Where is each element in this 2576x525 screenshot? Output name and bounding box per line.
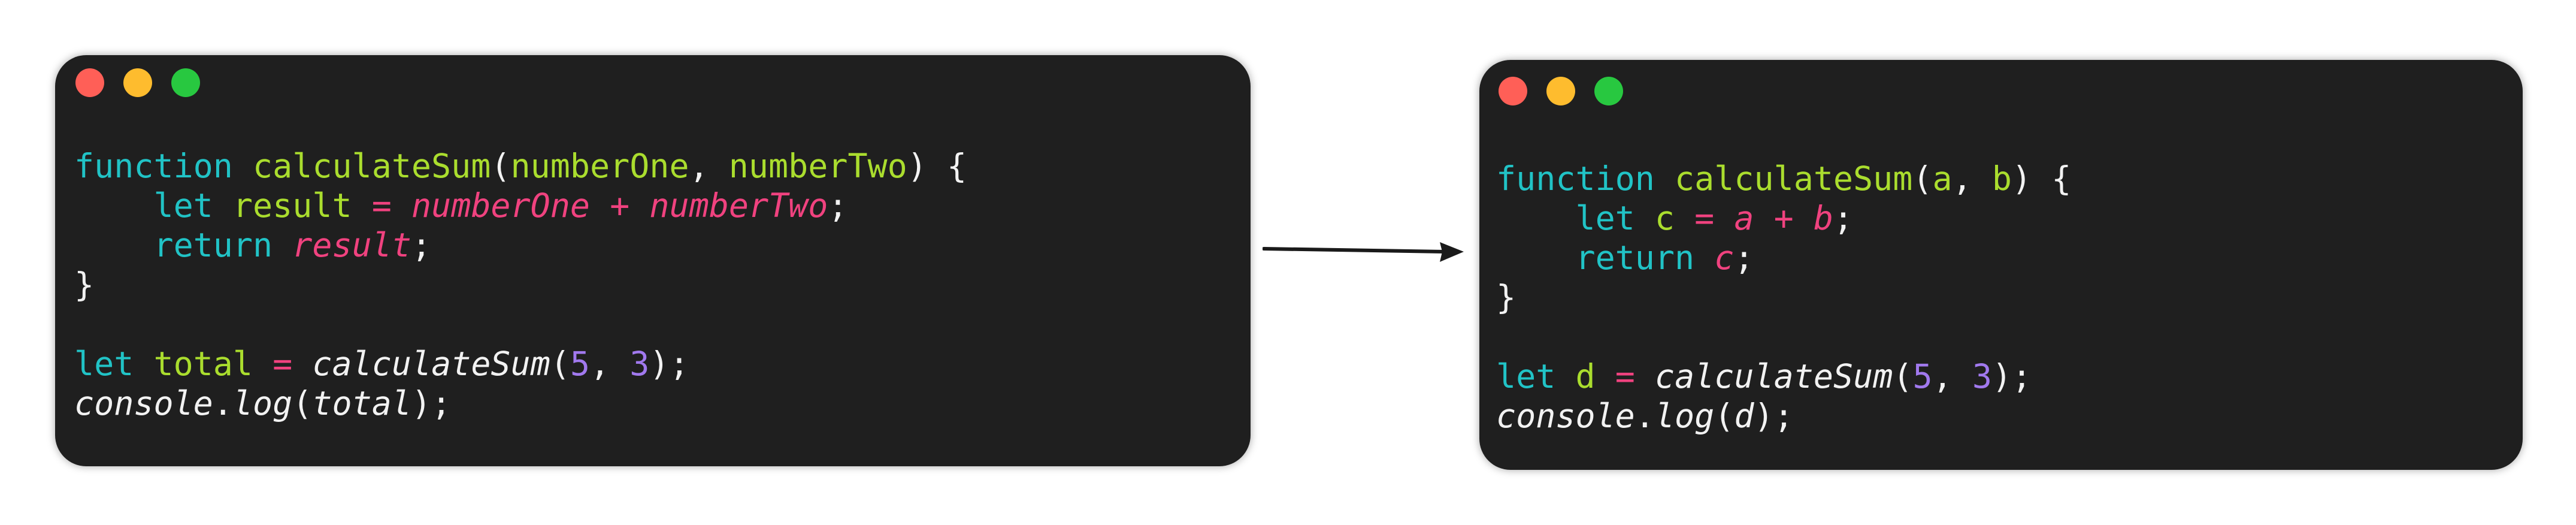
right-arrow-icon xyxy=(1263,242,1464,262)
operator: + xyxy=(610,186,630,225)
code-line-4: } xyxy=(74,265,967,304)
operator: = xyxy=(1615,357,1635,396)
variable: result xyxy=(232,186,352,225)
punctuation: ( xyxy=(292,384,313,423)
code-line-2: let c = a + b; xyxy=(1496,198,2071,238)
minified-code-window: function calculateSum(a, b) { let c = a … xyxy=(1479,60,2523,470)
function-name: calculateSum xyxy=(253,147,491,185)
object-name: console xyxy=(74,384,213,423)
variable-reference: b xyxy=(1813,199,1834,237)
function-call: calculateSum xyxy=(312,345,550,383)
keyword: let xyxy=(1496,357,1556,396)
number-literal: 3 xyxy=(629,345,650,383)
code-line-7: console.log(total); xyxy=(74,384,967,423)
punctuation: , xyxy=(1932,357,1972,396)
argument: total xyxy=(312,384,411,423)
punctuation: ( xyxy=(550,345,570,383)
punctuation: ( xyxy=(1912,159,1933,198)
punctuation: ; xyxy=(1833,199,1854,237)
parameter: b xyxy=(1991,159,2012,198)
keyword: let xyxy=(74,345,134,383)
punctuation: ( xyxy=(491,147,511,185)
punctuation: , xyxy=(689,147,729,185)
punctuation: . xyxy=(1634,397,1655,435)
method-name: log xyxy=(1654,397,1715,435)
punctuation: } xyxy=(1496,278,1516,316)
zoom-icon[interactable] xyxy=(1594,77,1623,105)
code-line-1: function calculateSum(numberOne, numberT… xyxy=(74,146,967,186)
punctuation: ; xyxy=(1734,239,1754,277)
window-controls xyxy=(1499,77,1623,105)
punctuation: ( xyxy=(1893,357,1913,396)
keyword: return xyxy=(1575,239,1695,277)
operator: = xyxy=(1694,199,1715,237)
punctuation: ); xyxy=(411,384,452,423)
variable-reference: a xyxy=(1734,199,1754,237)
keyword: return xyxy=(153,226,273,264)
variable: d xyxy=(1575,357,1596,396)
variable-reference: c xyxy=(1714,239,1735,277)
punctuation: ) { xyxy=(2012,159,2072,198)
punctuation: ; xyxy=(828,186,848,225)
window-controls xyxy=(75,68,200,97)
number-literal: 5 xyxy=(1912,357,1933,396)
variable-reference: numberTwo xyxy=(649,186,828,225)
method-name: log xyxy=(232,384,293,423)
code-line-3: return c; xyxy=(1496,238,2071,277)
minimize-icon[interactable] xyxy=(1546,77,1575,105)
code-line-4: } xyxy=(1496,277,2071,317)
code-line-6: let total = calculateSum(5, 3); xyxy=(74,344,967,384)
operator: = xyxy=(273,345,293,383)
operator: = xyxy=(371,186,392,225)
punctuation: ); xyxy=(649,345,689,383)
variable-reference: numberOne xyxy=(411,186,590,225)
parameter: numberOne xyxy=(510,147,689,185)
function-call: calculateSum xyxy=(1654,357,1893,396)
zoom-icon[interactable] xyxy=(171,68,200,97)
punctuation: ) { xyxy=(907,147,967,185)
variable: c xyxy=(1654,199,1675,237)
punctuation: , xyxy=(1952,159,1992,198)
function-name: calculateSum xyxy=(1675,159,1913,198)
code-line-6: let d = calculateSum(5, 3); xyxy=(1496,357,2071,396)
punctuation: ; xyxy=(411,226,432,264)
code-line-2: let result = numberOne + numberTwo; xyxy=(74,186,967,225)
number-literal: 5 xyxy=(570,345,591,383)
minimize-icon[interactable] xyxy=(123,68,152,97)
variable-reference: result xyxy=(292,226,411,264)
code-block: function calculateSum(a, b) { let c = a … xyxy=(1496,159,2071,436)
punctuation: . xyxy=(213,384,233,423)
keyword: function xyxy=(1496,159,1655,198)
close-icon[interactable] xyxy=(1499,77,1527,105)
code-line-5 xyxy=(74,304,967,344)
variable: total xyxy=(153,345,253,383)
operator: + xyxy=(1773,199,1794,237)
keyword: function xyxy=(74,147,233,185)
argument: d xyxy=(1734,397,1754,435)
code-line-5 xyxy=(1496,317,2071,357)
punctuation: ); xyxy=(1991,357,2032,396)
punctuation: ( xyxy=(1714,397,1735,435)
code-block: function calculateSum(numberOne, numberT… xyxy=(74,146,967,423)
code-line-3: return result; xyxy=(74,225,967,265)
object-name: console xyxy=(1496,397,1635,435)
parameter: a xyxy=(1932,159,1953,198)
code-line-1: function calculateSum(a, b) { xyxy=(1496,159,2071,198)
keyword: let xyxy=(153,186,213,225)
punctuation: ); xyxy=(1754,397,1794,435)
original-code-window: function calculateSum(numberOne, numberT… xyxy=(55,55,1251,466)
parameter: numberTwo xyxy=(728,147,907,185)
keyword: let xyxy=(1575,199,1635,237)
code-line-7: console.log(d); xyxy=(1496,396,2071,436)
number-literal: 3 xyxy=(1972,357,1992,396)
close-icon[interactable] xyxy=(75,68,104,97)
punctuation: } xyxy=(74,265,95,304)
punctuation: , xyxy=(590,345,630,383)
